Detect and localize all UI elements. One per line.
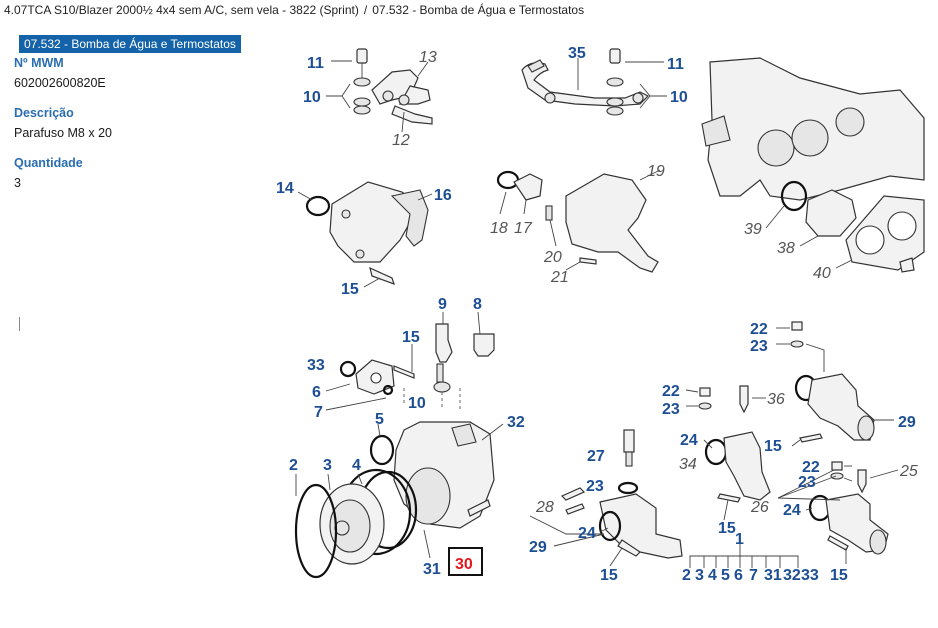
callout-39: 39 [744, 221, 762, 238]
quantity-label: Quantidade [14, 156, 83, 170]
callout-12: 12 [392, 132, 410, 149]
callout-26: 26 [750, 499, 769, 516]
quantity-value: 3 [14, 176, 21, 190]
kit-callout-32[interactable]: 32 [783, 567, 801, 584]
callout-15: 15 [600, 567, 618, 584]
kit-callout-5[interactable]: 5 [721, 567, 730, 584]
callout-23: 23 [662, 401, 680, 418]
exploded-parts-diagram[interactable]: 11 10 13 12 35 11 10 14 16 15 18 17 19 2… [262, 30, 938, 628]
kit-callout-4[interactable]: 4 [708, 567, 717, 584]
mwm-value: 602002600820E [14, 76, 106, 90]
callout-19: 19 [647, 163, 665, 180]
callout-38: 38 [777, 240, 795, 257]
callout-24: 24 [680, 432, 698, 449]
thermostat-housing [701, 57, 925, 273]
callout-34: 34 [679, 456, 697, 473]
kit-callout-3[interactable]: 3 [695, 567, 704, 584]
callout-31: 31 [423, 561, 441, 578]
callout-28: 28 [535, 499, 554, 516]
callout-13: 13 [419, 49, 437, 66]
callout-29: 29 [898, 414, 916, 431]
kit-callout-31[interactable]: 31 [764, 567, 782, 584]
callout-11: 11 [307, 55, 324, 72]
kit-callout-2[interactable]: 2 [682, 567, 691, 584]
callout-16: 16 [434, 187, 452, 204]
callout-15: 15 [718, 520, 736, 537]
callout-20: 20 [543, 249, 562, 266]
callout-7: 7 [314, 404, 323, 421]
elbow-19 [496, 170, 659, 273]
callout-35: 35 [568, 45, 586, 62]
callout-33: 33 [307, 357, 325, 374]
callout-23: 23 [586, 478, 604, 495]
callout-21: 21 [550, 269, 569, 286]
pipe-35 [521, 48, 650, 116]
callout-23: 23 [798, 474, 816, 491]
thermostat-parts-right [698, 321, 889, 555]
callout-1: 1 [735, 531, 744, 548]
callout-10: 10 [408, 395, 426, 412]
callout-10: 10 [670, 89, 688, 106]
callout-25: 25 [899, 463, 918, 480]
breadcrumb-section[interactable]: 07.532 - Bomba de Água e Termostatos [372, 3, 585, 17]
callout-2: 2 [289, 457, 298, 474]
breadcrumb: 4.07TCA S10/Blazer 2000½ 4x4 sem A/C, se… [4, 3, 584, 17]
callout-40: 40 [813, 265, 831, 282]
callout-36: 36 [767, 391, 785, 408]
breadcrumb-model[interactable]: 4.07TCA S10/Blazer 2000½ 4x4 sem A/C, se… [4, 3, 359, 17]
callout-6: 6 [312, 384, 321, 401]
callout-23: 23 [750, 338, 768, 355]
selected-callout-box[interactable] [448, 547, 483, 576]
selected-group-tag[interactable]: 07.532 - Bomba de Água e Termostatos [19, 35, 241, 53]
callout-15: 15 [830, 567, 848, 584]
housing-16 [305, 181, 429, 285]
callout-11: 11 [667, 56, 684, 73]
kit-callout-6[interactable]: 6 [734, 567, 743, 584]
callout-8: 8 [473, 296, 482, 313]
description-label: Descrição [14, 106, 74, 120]
mwm-label: Nº MWM [14, 56, 64, 70]
callout-22: 22 [662, 383, 680, 400]
callout-29: 29 [529, 539, 547, 556]
water-pump-assembly [294, 323, 495, 579]
thermostat-body-29 [560, 429, 683, 559]
callout-24: 24 [783, 502, 801, 519]
callout-14: 14 [276, 180, 294, 197]
kit-callout-7[interactable]: 7 [749, 567, 758, 584]
callout-22: 22 [802, 459, 820, 476]
callout-32: 32 [507, 414, 525, 431]
callout-17: 17 [514, 220, 533, 237]
callout-15: 15 [341, 281, 359, 298]
callout-24: 24 [578, 525, 596, 542]
callout-labels[interactable]: 11 10 13 12 35 11 10 14 16 15 18 17 19 2… [276, 45, 918, 584]
description-value: Parafuso M8 x 20 [14, 126, 112, 140]
breadcrumb-separator: / [363, 3, 368, 17]
callout-22: 22 [750, 321, 768, 338]
callout-30-selected: 30 [455, 556, 473, 573]
callout-15: 15 [402, 329, 420, 346]
kit-callout-33[interactable]: 33 [801, 567, 819, 584]
callout-5: 5 [375, 411, 384, 428]
panel-divider [19, 317, 20, 331]
callout-18: 18 [490, 220, 508, 237]
callout-4: 4 [352, 457, 361, 474]
callout-9: 9 [438, 296, 447, 313]
callout-27: 27 [587, 448, 605, 465]
callout-10: 10 [303, 89, 321, 106]
callout-15: 15 [764, 438, 782, 455]
pipe-assembly-left [353, 48, 433, 125]
callout-3: 3 [323, 457, 332, 474]
